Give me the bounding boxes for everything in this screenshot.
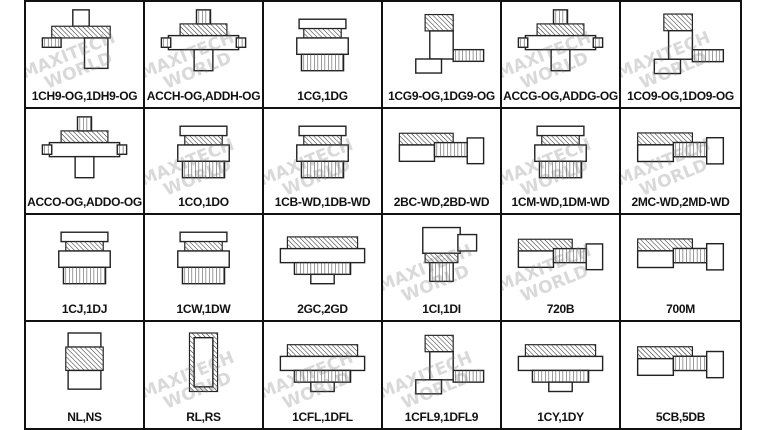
fitting-drawing	[26, 322, 143, 407]
fitting-cell: 2BC-WD,2BD-WD	[383, 108, 502, 215]
fitting-drawing	[26, 2, 143, 86]
fitting-cell: 700M	[621, 215, 740, 322]
fitting-drawing	[383, 2, 500, 86]
fitting-label: 1CB-WD,1DB-WD	[274, 195, 371, 209]
fitting-cell: 1CY,1DY	[502, 321, 621, 428]
fitting-drawing	[145, 2, 262, 86]
fitting-label: ACCH-OG,ADDH-OG	[146, 88, 261, 103]
fitting-drawing	[383, 109, 500, 193]
fitting-label: 5CB,5DB	[655, 410, 706, 424]
fitting-drawing	[264, 109, 381, 193]
fitting-cell: 5CB,5DB	[621, 321, 740, 428]
fitting-label: 1CW,1DW	[176, 301, 231, 316]
fitting-label: 700M	[666, 301, 695, 316]
fitting-drawing	[383, 322, 500, 407]
fitting-cell: 1CJ,1DJ	[26, 215, 145, 322]
fitting-drawing	[26, 215, 143, 299]
fitting-drawing	[264, 2, 381, 86]
fitting-drawing	[145, 109, 262, 193]
fitting-label: 1CO9-OG,1DO9-OG	[627, 88, 734, 103]
fitting-label: 2GC,2GD	[297, 301, 348, 316]
fitting-cell: NL,NS	[26, 321, 145, 428]
fitting-label: 1CG,1DG	[297, 88, 348, 103]
fitting-cell: 1CG9-OG,1DG9-OG	[383, 2, 502, 109]
fitting-label: 1CFL9,1DFL9	[404, 410, 479, 424]
fitting-drawing	[383, 215, 500, 299]
fitting-label: RL,RS	[186, 410, 221, 424]
fitting-label: 720B	[546, 301, 575, 316]
fitting-drawing	[621, 322, 740, 407]
fitting-label: 2BC-WD,2BD-WD	[393, 195, 490, 209]
fitting-cell: 1CG,1DG	[264, 2, 383, 109]
fitting-drawing	[621, 215, 740, 299]
fitting-label: NL,NS	[67, 410, 102, 424]
fitting-label: 1CH9-OG,1DH9-OG	[31, 88, 138, 103]
fitting-label: 1CFL,1DFL	[292, 410, 353, 424]
fitting-drawing	[145, 322, 262, 407]
fitting-label: 1CJ,1DJ	[61, 301, 108, 316]
fitting-label: ACCO-OG,ADDO-OG	[27, 195, 142, 209]
fitting-cell: 2GC,2GD	[264, 215, 383, 322]
fitting-drawing	[264, 322, 381, 407]
fitting-drawing	[145, 215, 262, 299]
fitting-drawing	[502, 215, 619, 299]
fitting-drawing	[502, 2, 619, 86]
fitting-drawing	[502, 322, 619, 407]
fitting-drawing	[621, 2, 740, 86]
fitting-drawing	[26, 109, 143, 193]
fitting-label: 1CG9-OG,1DG9-OG	[388, 88, 495, 103]
fitting-drawing	[502, 109, 619, 193]
fitting-label: 1CI,1DI	[422, 301, 461, 316]
fitting-cell: 1CW,1DW	[145, 215, 264, 322]
fitting-label: 1CO,1DO	[178, 195, 229, 209]
fitting-drawing	[621, 109, 740, 193]
fitting-label: 1CM-WD,1DM-WD	[511, 195, 610, 209]
fitting-label: 1CY,1DY	[537, 410, 584, 424]
fitting-label: 2MC-WD,2MD-WD	[631, 195, 730, 209]
fitting-cell: ACCO-OG,ADDO-OG	[26, 108, 145, 215]
fitting-drawing	[264, 215, 381, 299]
fitting-label: ACCG-OG,ADDG-OG	[503, 88, 618, 103]
